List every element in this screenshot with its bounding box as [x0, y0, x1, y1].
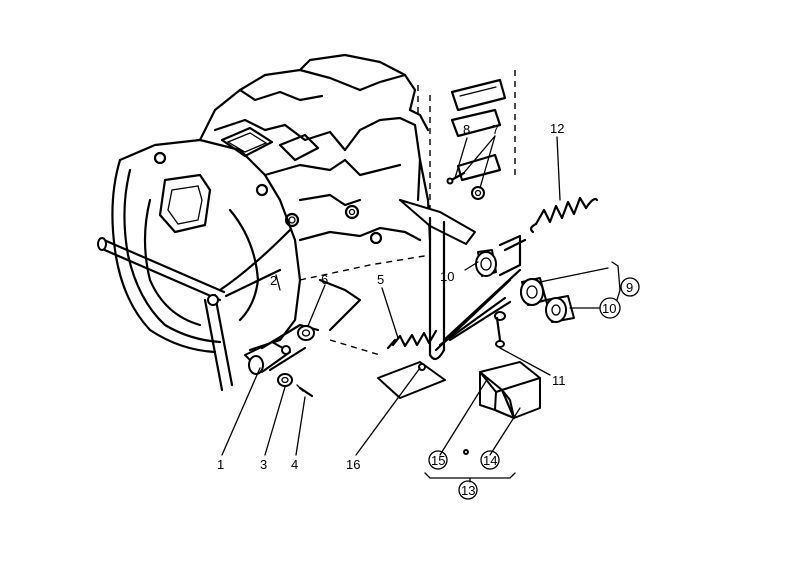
washer-3 — [277, 373, 293, 387]
callout-10-left: 10 — [440, 269, 454, 284]
cotter-pin-4 — [296, 384, 314, 398]
callout-2: 2 — [270, 273, 277, 288]
pedal-cover-14 — [479, 361, 541, 420]
bushing-10-right — [545, 295, 575, 323]
callout-10-right: 10 — [599, 297, 621, 319]
return-spring-5 — [386, 329, 438, 350]
callout-15: 15 — [428, 450, 448, 470]
callout-3: 3 — [260, 457, 267, 472]
transmission-housing — [111, 53, 516, 356]
leader-lines — [221, 135, 621, 483]
callout-5: 5 — [377, 272, 384, 287]
callout-7: 7 — [492, 122, 499, 137]
bushing-10-left — [475, 249, 497, 277]
callout-4: 4 — [291, 457, 298, 472]
pin-2 — [224, 268, 282, 298]
spring-12 — [529, 196, 599, 234]
callout-16: 16 — [346, 457, 360, 472]
cross-shaft — [97, 228, 292, 392]
bushing-9 — [520, 277, 547, 306]
callout-6: 6 — [321, 272, 328, 287]
callout-8: 8 — [463, 122, 470, 137]
pedal-pad-15 — [463, 449, 469, 455]
callout-12: 12 — [550, 121, 564, 136]
callout-11: 11 — [552, 373, 566, 388]
clutch-pedal-16 — [377, 198, 527, 399]
callout-9-text: 9 — [626, 280, 633, 295]
callout-13-text: 13 — [461, 483, 475, 498]
bushing-6 — [297, 325, 315, 341]
callout-9: 9 — [620, 277, 640, 297]
callout-13: 13 — [458, 480, 478, 500]
callout-15-text: 15 — [431, 453, 445, 468]
callout-1: 1 — [217, 457, 224, 472]
pin-8 — [446, 171, 466, 185]
callout-14-text: 14 — [483, 453, 497, 468]
callout-14: 14 — [480, 450, 500, 470]
callout-10-right-text: 10 — [602, 301, 616, 316]
washer-7 — [471, 186, 485, 200]
bolt-11 — [494, 311, 506, 348]
callout-labels: 1 2 3 4 5 6 7 8 10 11 12 16 9 10 15 14 1… — [217, 121, 640, 500]
